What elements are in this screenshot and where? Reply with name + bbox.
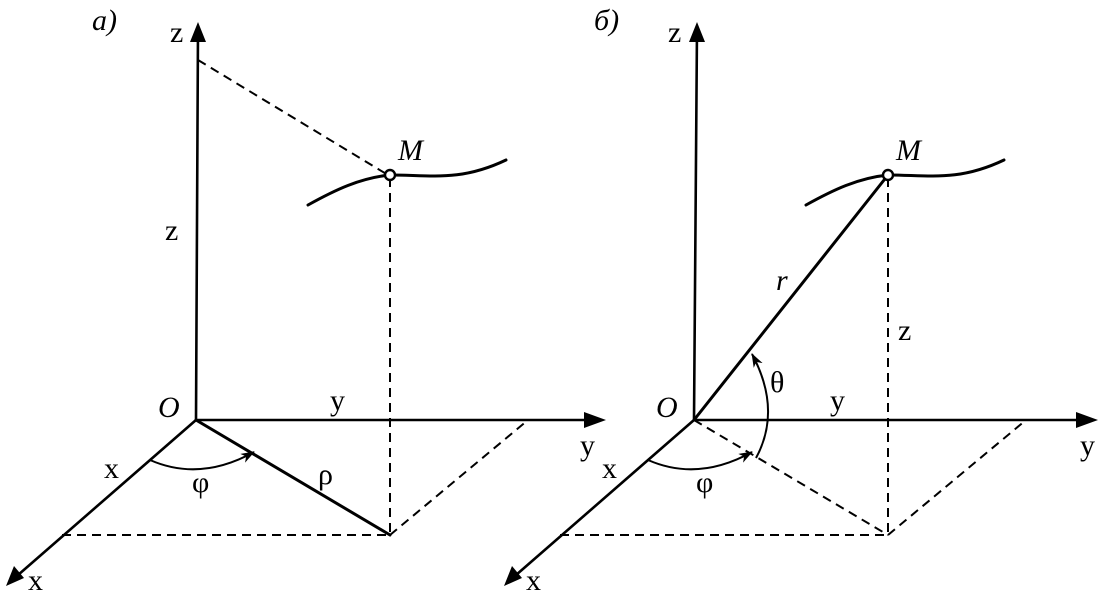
panel-a-y-axis-label: y	[580, 429, 595, 462]
panel-b-x-axis	[506, 418, 696, 584]
panel-a-rho-line	[194, 418, 392, 537]
panel-a-rho-label: ρ	[318, 458, 333, 491]
panel-a-z-axis	[194, 26, 200, 422]
panel-b-y-length-label: y	[830, 384, 845, 417]
panel-b-r-label: r	[776, 264, 788, 297]
panel-a-trajectory-right	[388, 158, 508, 178]
panel-b-phi-label: φ	[696, 466, 713, 499]
panel-b-theta-label: θ	[770, 366, 784, 399]
panel-a-y-length-label: y	[330, 384, 345, 417]
panel-a-point-m-label: M	[397, 134, 425, 167]
panel-b-point-m	[881, 168, 895, 182]
panel-b-z-axis-label: z	[668, 16, 681, 49]
panel-a-dashed-y-line	[389, 419, 529, 536]
panel-b-y-arrowhead	[1076, 412, 1098, 428]
panel-a-z-axis-label: z	[170, 16, 183, 49]
panel-b-point-m-label: M	[895, 134, 923, 167]
panel-b-theta-arc	[751, 353, 770, 459]
panel-a-x-axis-label: x	[28, 564, 43, 590]
panel-b: б) z y x O r θ φ z y x M	[504, 4, 1098, 590]
panel-b-dashed-rho-line	[693, 419, 889, 536]
panel-b-z-length-label: z	[898, 314, 911, 347]
panel-a: a) z y x O ρ φ z y x M	[6, 4, 606, 590]
panel-b-phi-arc	[647, 451, 753, 471]
panel-b-x-length-label: x	[602, 452, 617, 485]
panel-a-label: a)	[92, 4, 117, 37]
panel-a-z-length-label: z	[165, 214, 178, 247]
panel-b-trajectory-right	[886, 158, 1006, 178]
panel-b-x-axis-label: x	[526, 564, 541, 590]
panel-a-origin-label: O	[158, 391, 180, 424]
panel-b-trajectory-left	[804, 173, 890, 207]
panel-a-dashed-z-projection	[197, 59, 389, 176]
panel-b-z-axis	[692, 26, 699, 422]
panel-b-y-axis-label: y	[1080, 429, 1095, 462]
panel-b-x-arrowhead	[504, 566, 522, 586]
panel-a-point-m	[383, 168, 397, 182]
panel-a-x-arrowhead	[6, 566, 24, 586]
panel-a-x-axis	[8, 418, 198, 584]
panel-a-phi-arc	[149, 451, 255, 471]
panel-b-origin-label: O	[656, 391, 678, 424]
panel-a-y-arrowhead	[584, 412, 606, 428]
panel-a-phi-label: φ	[192, 466, 209, 499]
panel-a-z-arrowhead	[190, 22, 206, 42]
panel-b-dashed-y-line	[887, 419, 1027, 536]
panel-b-radius-line	[692, 173, 890, 422]
panel-a-trajectory-left	[306, 173, 392, 207]
panel-b-label: б)	[594, 4, 619, 37]
panel-a-x-length-label: x	[104, 452, 119, 485]
panel-b-z-arrowhead	[689, 22, 705, 42]
